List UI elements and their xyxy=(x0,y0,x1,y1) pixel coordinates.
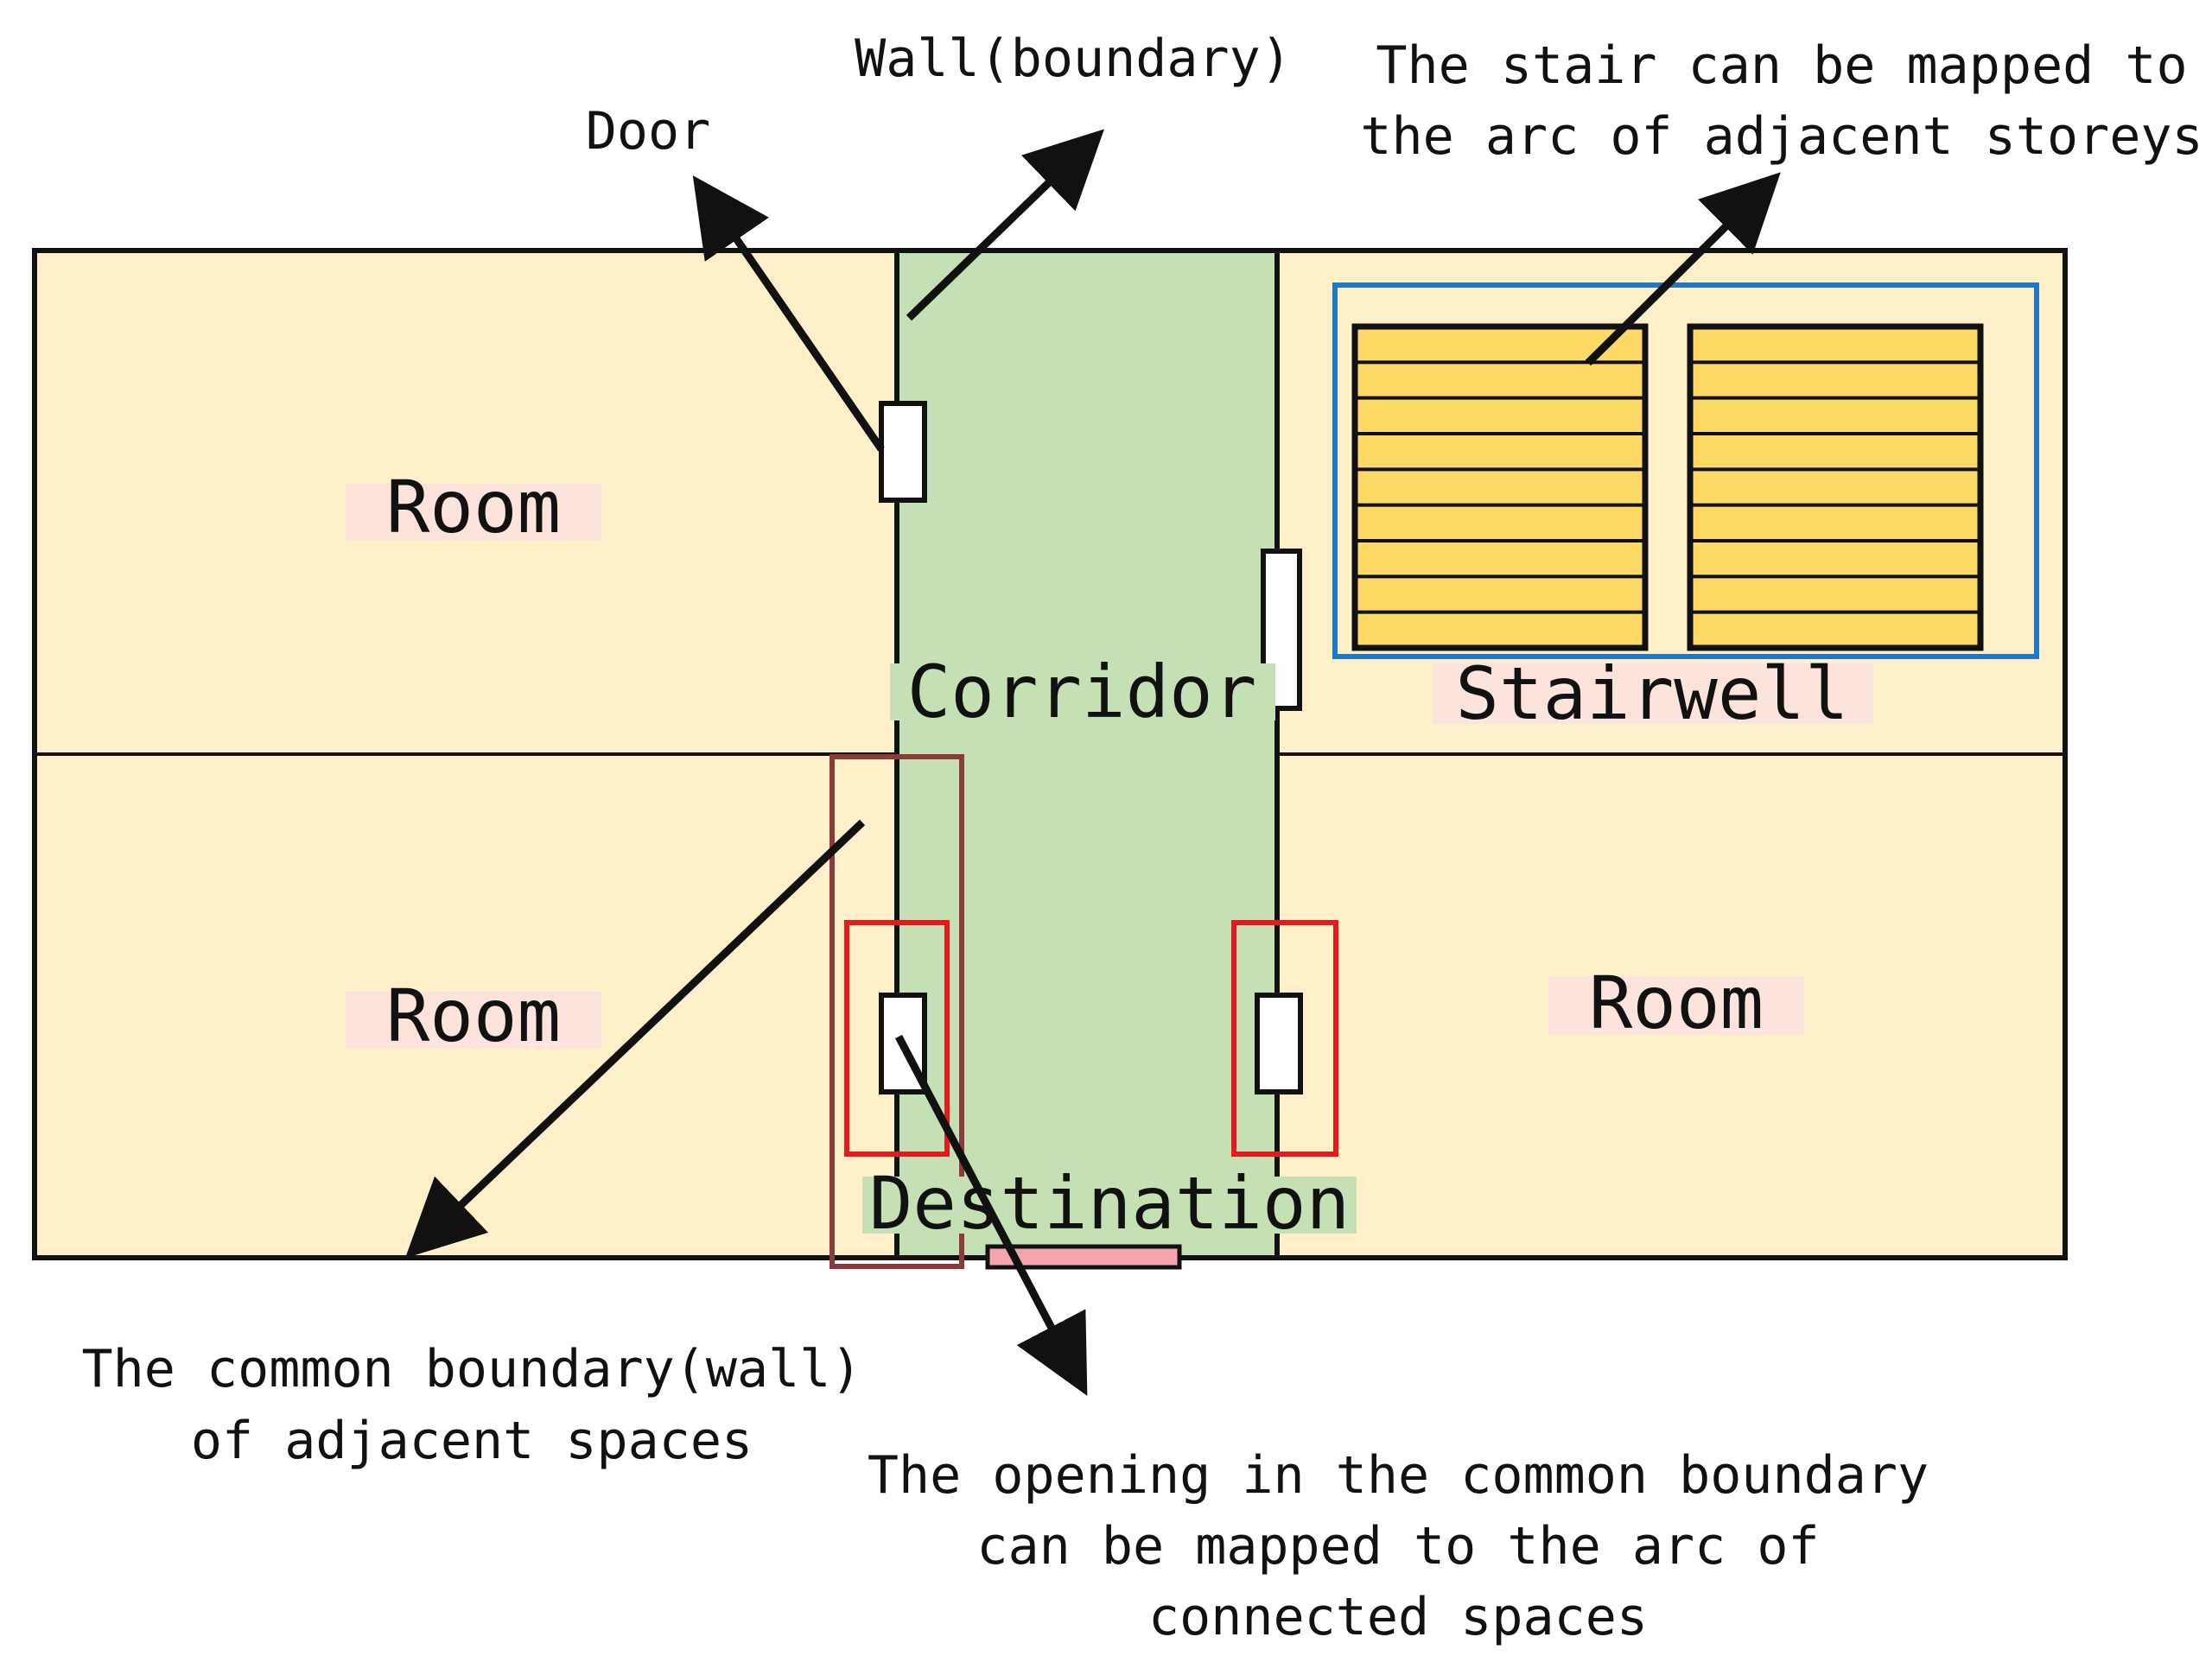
stair-flight-right-box xyxy=(1687,323,1984,651)
room-label-bottom-right: Room xyxy=(1589,961,1764,1045)
stair-flight-left xyxy=(1351,323,1649,651)
room-label-bg-top-left xyxy=(346,484,601,541)
room-label-bg-bottom-left xyxy=(346,992,601,1049)
wall-annotation: Wall(boundary) xyxy=(855,29,1292,89)
door-stairwell xyxy=(1261,549,1302,711)
door-arrow xyxy=(692,175,885,452)
stairwell-label: Stairwell xyxy=(1455,651,1848,736)
stair-annotation-line1: The stair can be mapped to xyxy=(1376,35,2187,96)
wall-arrow xyxy=(906,129,1104,321)
room-label-bg-bottom-right xyxy=(1548,976,1804,1035)
common-boundary-highlight xyxy=(830,754,964,1269)
corridor-label: Corridor xyxy=(907,650,1257,734)
corridor-label-bg xyxy=(890,663,1275,720)
stair-flight-left-box xyxy=(1351,323,1649,651)
stair-flight-right xyxy=(1687,323,1984,651)
common-boundary-annotation-line1: The common boundary(wall) xyxy=(81,1339,861,1399)
destination-label-bg xyxy=(862,1177,1357,1234)
opening-annotation-line1: The opening in the common boundary xyxy=(868,1445,1929,1506)
opening-highlight-left xyxy=(844,920,950,1157)
door-bottom-right xyxy=(1255,993,1303,1094)
opening-arrow xyxy=(895,1034,1088,1396)
stairwell-label-bg xyxy=(1433,663,1873,724)
opening-highlight-right xyxy=(1231,920,1338,1157)
opening-annotation-line3: connected spaces xyxy=(1148,1587,1648,1647)
common-boundary-arrow xyxy=(404,819,866,1259)
stair-arrow xyxy=(1585,172,1781,366)
room-label-top-left: Room xyxy=(386,465,561,549)
common-boundary-annotation-line2: of adjacent spaces xyxy=(191,1411,753,1471)
door-top-left xyxy=(879,401,927,503)
destination-label: Destination xyxy=(869,1161,1350,1246)
door-annotation: Door xyxy=(586,101,711,162)
room-label-bottom-left: Room xyxy=(386,974,561,1058)
stairwell-outline xyxy=(1332,282,2039,659)
opening-annotation-line2: can be mapped to the arc of xyxy=(976,1516,1819,1577)
stair-annotation-line2: the arc of adjacent storeys xyxy=(1360,106,2202,167)
